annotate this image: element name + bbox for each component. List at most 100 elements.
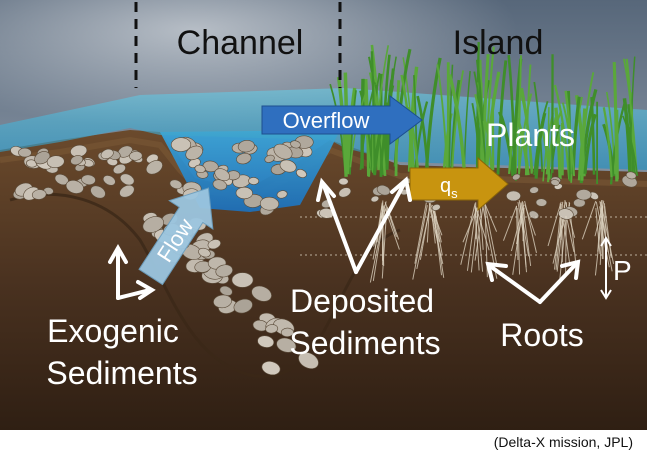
root-strand [479, 208, 484, 250]
pebble [231, 272, 254, 288]
pebble [102, 175, 116, 186]
grass-blade [546, 117, 557, 183]
grass-blade [561, 102, 576, 177]
credit-caption: (Delta-X mission, JPL) [493, 434, 633, 450]
pebble [512, 173, 521, 181]
root-strand [462, 207, 478, 243]
grass-blade [564, 90, 574, 173]
pebble [431, 203, 441, 211]
pebble [65, 180, 84, 194]
pebble [280, 327, 294, 338]
roots-label: Roots [500, 317, 584, 353]
pebble [376, 184, 391, 196]
pebble [207, 239, 221, 250]
root-strand [595, 207, 601, 254]
pebble [506, 190, 521, 202]
pebble [298, 351, 319, 370]
pebble [265, 324, 279, 334]
root-strand [416, 209, 431, 270]
deposited-arrows-icon [316, 176, 412, 274]
pebble [119, 173, 135, 186]
pebble [276, 337, 297, 353]
pebble [170, 137, 192, 152]
island-label: Island [453, 24, 544, 62]
root-strand [460, 203, 476, 265]
sediment-pebbles [10, 135, 638, 376]
grass-blade [507, 54, 517, 173]
pebble [18, 147, 32, 158]
root-strand [555, 201, 564, 270]
grass-blade [533, 81, 544, 172]
overflow-arrow: Overflow [261, 95, 423, 145]
channel-trough [9, 192, 401, 378]
grass-blade [622, 98, 632, 174]
pebble [112, 163, 126, 175]
pebble [575, 189, 592, 201]
pebble [535, 198, 548, 207]
pebble [550, 179, 560, 186]
pebble [276, 190, 288, 199]
root-strand [547, 201, 562, 247]
root-strand [558, 202, 571, 238]
root-strand [427, 200, 440, 242]
grass-blade [448, 64, 454, 180]
grass-blade [616, 109, 619, 180]
root-strand [369, 208, 386, 283]
grass-blade [475, 42, 480, 170]
pebble [248, 177, 260, 185]
pebble [251, 285, 272, 302]
grass-blade [515, 117, 530, 176]
root-strand [384, 202, 397, 237]
grass-blade [622, 115, 639, 176]
grass-blade [447, 74, 467, 172]
root-strand [470, 208, 479, 273]
pebble [338, 187, 352, 198]
root-strand [412, 204, 428, 280]
pebble [212, 179, 227, 191]
pebble [273, 143, 293, 160]
exogenic-axes-icon [108, 243, 156, 300]
pebble [259, 196, 280, 211]
grass-blade [518, 55, 522, 175]
root-strand [520, 202, 527, 268]
grass-blade [554, 107, 562, 180]
pebble [295, 169, 307, 178]
pebble [257, 335, 275, 348]
grass-blade [520, 87, 533, 174]
root-strand [466, 207, 477, 271]
grass-blade [496, 60, 508, 175]
pebble [290, 140, 301, 149]
qs-arrow: qs [409, 156, 509, 212]
root-strand [517, 208, 521, 275]
root-strand [433, 208, 443, 276]
pebble [625, 171, 637, 180]
exogenic-label-line1: Exogenic [47, 313, 179, 349]
pebble [261, 361, 281, 376]
pebble [235, 186, 253, 200]
pebble [119, 184, 135, 198]
pebble [198, 247, 211, 258]
pebble [31, 189, 47, 200]
grass-blade [605, 91, 616, 175]
grass-blade [451, 70, 465, 174]
pebble [100, 148, 114, 159]
pebble [70, 155, 84, 166]
grass-blade [485, 46, 495, 173]
deposited-label-line1: Deposited [290, 283, 434, 319]
grass-blade [602, 107, 613, 178]
root-strand [604, 206, 612, 258]
exogenic-label-line2: Sediments [46, 355, 197, 391]
root-strand [524, 200, 537, 253]
root-strand [414, 202, 427, 264]
grass-blade [416, 95, 430, 172]
pebble [370, 195, 380, 203]
pebble [236, 152, 252, 165]
pebble [529, 186, 539, 194]
pebble [338, 177, 349, 186]
root-strand [515, 205, 519, 260]
grass-blade [590, 97, 596, 175]
pebble [145, 160, 163, 175]
pebble [202, 160, 219, 173]
pebble [90, 185, 106, 199]
